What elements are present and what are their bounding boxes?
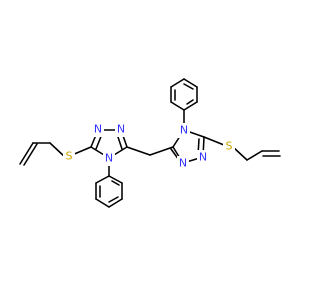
right-phenyl-bond-4	[170, 78, 185, 88]
right-sulfur-label-background	[223, 139, 235, 154]
left-phenyl-bond-1	[108, 175, 123, 184]
left-triazole-n4-label: N	[105, 152, 113, 165]
right-phenyl-inner-double-2	[183, 83, 194, 90]
right-n2-label-background	[177, 156, 189, 171]
right-phenyl-bond-1	[183, 101, 198, 111]
right-allyl-bond-1	[232, 146, 248, 161]
left-phenyl-inner-double-1	[111, 180, 120, 186]
left-triazole-n1-label: N	[94, 123, 102, 136]
atom-label-layer: N N N S N N N S	[63, 122, 235, 171]
left-phenyl-bond-4	[95, 198, 110, 208]
right-allyl-bond-2	[246, 150, 263, 161]
left-n2-label-background	[115, 122, 127, 137]
right-n4-label-background	[178, 123, 190, 138]
molecule-diagram: N N N S N N N S	[0, 0, 300, 300]
molecule-canvas: N N N S N N N S	[0, 0, 300, 300]
left-phenyl-bond-3	[108, 198, 123, 208]
linker-bond-1	[126, 146, 151, 156]
right-triazole-to-s-bond	[203, 136, 225, 146]
left-phenyl-inner-double-2	[108, 196, 119, 203]
allyl-left-terminal-bond-2	[23, 143, 38, 166]
right-sulfur-label: S	[226, 140, 233, 153]
right-triazole-n1-label: N	[199, 151, 207, 164]
linker-bond-2	[149, 146, 174, 156]
left-n1-label-background	[92, 122, 104, 137]
allyl-left-terminal-bond-1	[19, 142, 34, 165]
right-triazole-n4-label: N	[180, 124, 188, 137]
right-triazole-n2-label: N	[179, 157, 187, 170]
left-triazole-n2-label: N	[117, 123, 125, 136]
right-phenyl-bond-6	[170, 101, 185, 111]
left-sulfur-label: S	[66, 150, 73, 163]
left-sulfur-label-background	[63, 149, 75, 164]
left-phenyl-bond-6	[95, 175, 110, 184]
right-n1-label-background	[197, 150, 209, 165]
background	[0, 0, 300, 300]
s-left-to-triazole-bond	[71, 146, 92, 156]
right-phenyl-bond-3	[183, 78, 198, 88]
left-n4-label-background	[103, 151, 115, 166]
right-phenyl-inner-double-1	[186, 99, 194, 105]
